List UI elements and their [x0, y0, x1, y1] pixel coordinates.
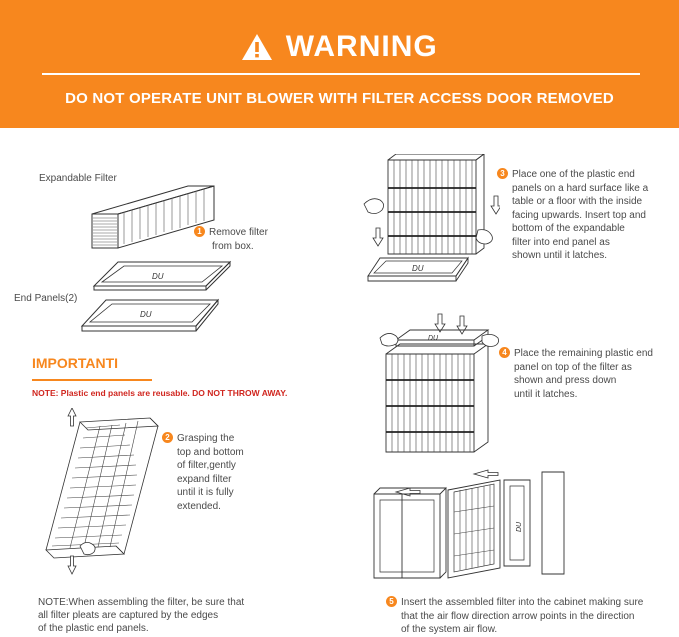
expandable-filter-illustration: [91, 185, 215, 249]
step-5-number: 5: [386, 596, 397, 607]
step-3-line-3: table or a floor with the inside: [512, 196, 643, 207]
step-2-line-4: expand filter: [177, 473, 232, 485]
cabinet-insert-illustration: DU: [373, 469, 565, 579]
step-4-text: 4 Place the remaining plastic end panel o…: [499, 347, 653, 401]
step-1-line-1: Remove filter: [209, 227, 268, 238]
warning-subtitle: DO NOT OPERATE UNIT BLOWER WITH FILTER A…: [65, 90, 614, 107]
step-4-line-1: Place the remaining plastic end: [514, 348, 653, 359]
important-note: NOTE: Plastic end panels are reusable. D…: [32, 388, 288, 398]
panel-mark-top: DU: [152, 272, 164, 281]
step-1-line-2: from box.: [212, 240, 254, 252]
step-5-line-1: Insert the assembled filter into the cab…: [401, 597, 644, 608]
step-3-number: 3: [497, 168, 508, 179]
end-panels-label: End Panels(2): [14, 293, 78, 304]
warning-banner: WARNING DO NOT OPERATE UNIT BLOWER WITH …: [0, 0, 679, 128]
banner-divider: [42, 73, 640, 75]
assembly-note-line-2: all filter pleats are captured by the ed…: [38, 610, 219, 621]
warning-triangle-icon: [242, 34, 273, 60]
step-3-line-7: shown until it latches.: [512, 250, 608, 261]
panel-mark-step5: DU: [516, 521, 523, 532]
step-2-line-5: until it is fully: [177, 487, 234, 498]
step-2-text: 2 Grasping the top and bottom of filter,g…: [162, 432, 244, 513]
panel-mark-bottom: DU: [140, 310, 152, 319]
step-1-text: 1 Remove filter from box.: [194, 226, 268, 253]
assembly-note-line-3: of the plastic end panels.: [38, 623, 149, 634]
assembly-note-line-1: NOTE:When assembling the filter, be sure…: [38, 597, 245, 608]
warning-title: WARNING: [285, 30, 438, 63]
step-4-line-2: panel on top of the filter as: [514, 361, 632, 373]
step-5-line-3: of the system air flow.: [401, 624, 498, 635]
warning-title-row: WARNING: [0, 30, 679, 64]
step-2-line-2: top and bottom: [177, 446, 244, 458]
step-4-number: 4: [499, 347, 510, 358]
step-3-line-4: facing upwards. Insert top and: [512, 209, 646, 221]
step-2-line-1: Grasping the: [177, 433, 235, 444]
step-2-line-6: extended.: [177, 500, 221, 512]
panel-mark-step4: DU: [428, 335, 439, 342]
step-5-text: 5 Insert the assembled filter into the ca…: [386, 596, 643, 637]
step-3-line-5: bottom of the expandable: [512, 223, 625, 234]
panel-mark-step3: DU: [412, 264, 424, 273]
step-3-line-2: panels on a hard surface like a: [512, 182, 649, 194]
insert-end-panel-illustration: DU: [363, 154, 500, 282]
press-top-panel-illustration: DU: [379, 313, 499, 453]
step-3-text: 3 Place one of the plastic end panels on …: [497, 168, 648, 263]
end-panels-illustration: DU DU: [80, 260, 232, 332]
step-5-line-2: that the air flow direction arrow points…: [401, 610, 635, 622]
step-1-number: 1: [194, 226, 205, 237]
step-3-line-6: filter into end panel as: [512, 236, 610, 248]
important-heading: IMPORTANTI: [32, 355, 119, 371]
important-underline: [32, 379, 152, 381]
step-3-line-1: Place one of the plastic end: [512, 169, 635, 180]
assembly-note: NOTE:When assembling the filter, be sure…: [38, 596, 244, 635]
step-4-line-3: shown and press down: [514, 375, 617, 386]
step-2-number: 2: [162, 432, 173, 443]
expandable-filter-label: Expandable Filter: [39, 173, 117, 184]
step-2-line-3: of filter,gently: [177, 460, 236, 471]
expanding-filter-illustration: [45, 408, 159, 575]
step-4-line-4: until it latches.: [514, 388, 578, 400]
